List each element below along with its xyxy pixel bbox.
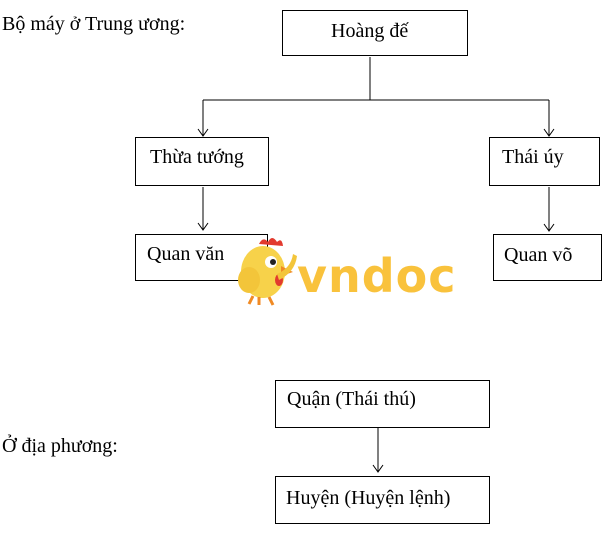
military-officials-box: Quan võ	[493, 234, 602, 281]
emperor-label: Hoàng đế	[331, 20, 409, 42]
local-heading: Ở địa phương:	[2, 435, 118, 457]
arrowhead-county	[372, 464, 384, 473]
military-officials-label: Quan võ	[504, 244, 573, 266]
vndoc-wordmark: vndoc	[297, 249, 457, 303]
county-box: Huyện (Huyện lệnh)	[275, 476, 490, 524]
civil-officials-label: Quan văn	[147, 243, 225, 265]
chancellor-box: Thừa tướng	[135, 137, 269, 186]
vndoc-watermark: vndoc	[238, 238, 457, 306]
arrowhead-grand-commandant	[543, 128, 555, 137]
chancellor-label: Thừa tướng	[150, 146, 244, 168]
grand-commandant-label: Thái úy	[502, 146, 564, 168]
central-heading: Bộ máy ở Trung ương:	[2, 13, 186, 35]
commandery-box: Quận (Thái thú)	[275, 380, 490, 428]
county-label: Huyện (Huyện lệnh)	[286, 487, 451, 509]
emperor-box: Hoàng đế	[282, 10, 468, 56]
arrowhead-chancellor	[197, 128, 209, 137]
grand-commandant-box: Thái úy	[489, 137, 600, 186]
chicken-mascot-icon	[238, 238, 297, 306]
arrowhead-civil-officials	[197, 222, 209, 231]
commandery-label: Quận (Thái thú)	[287, 388, 416, 410]
arrowhead-military-officials	[543, 223, 555, 232]
